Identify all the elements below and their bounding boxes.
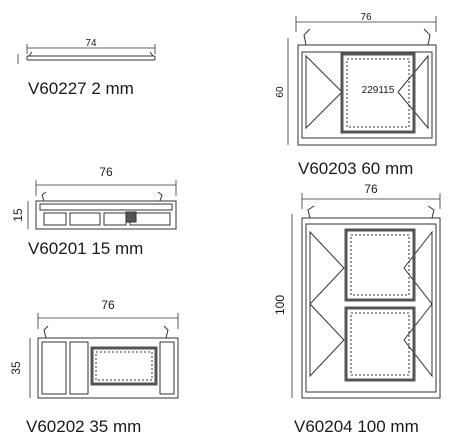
v60204-width-label: 76 [364,182,378,196]
v60204-caption: V60204 100 mm [294,417,419,436]
v60203-caption: V60203 60 mm [298,159,413,178]
v60202-width-label: 76 [101,298,115,312]
v60201-height-label: 15 [11,208,25,222]
profile-v60227: 74 V60227 2 mm [17,38,156,98]
profile-v60202: 76 35 V60202 35 mm [9,298,179,436]
v60202-height-label: 35 [9,361,23,375]
profile-v60204: 76 100 V60204 100 mm [273,182,441,436]
v60202-caption: V60202 35 mm [26,417,141,436]
v60203-height-label: 60 [275,86,286,98]
profile-v60203: 76 60 229115 V60203 60 mm [275,12,437,178]
v60201-caption: V60201 15 mm [28,239,143,258]
v60203-insert-label: 229115 [362,85,395,96]
v60201-width-label: 76 [99,165,113,179]
v60203-width-label: 76 [360,12,372,23]
v60204-height-label: 100 [273,295,287,315]
v60227-width-label: 74 [85,38,97,49]
v60227-caption: V60227 2 mm [28,79,134,98]
profile-v60201: 76 15 V60201 15 mm [11,165,177,258]
